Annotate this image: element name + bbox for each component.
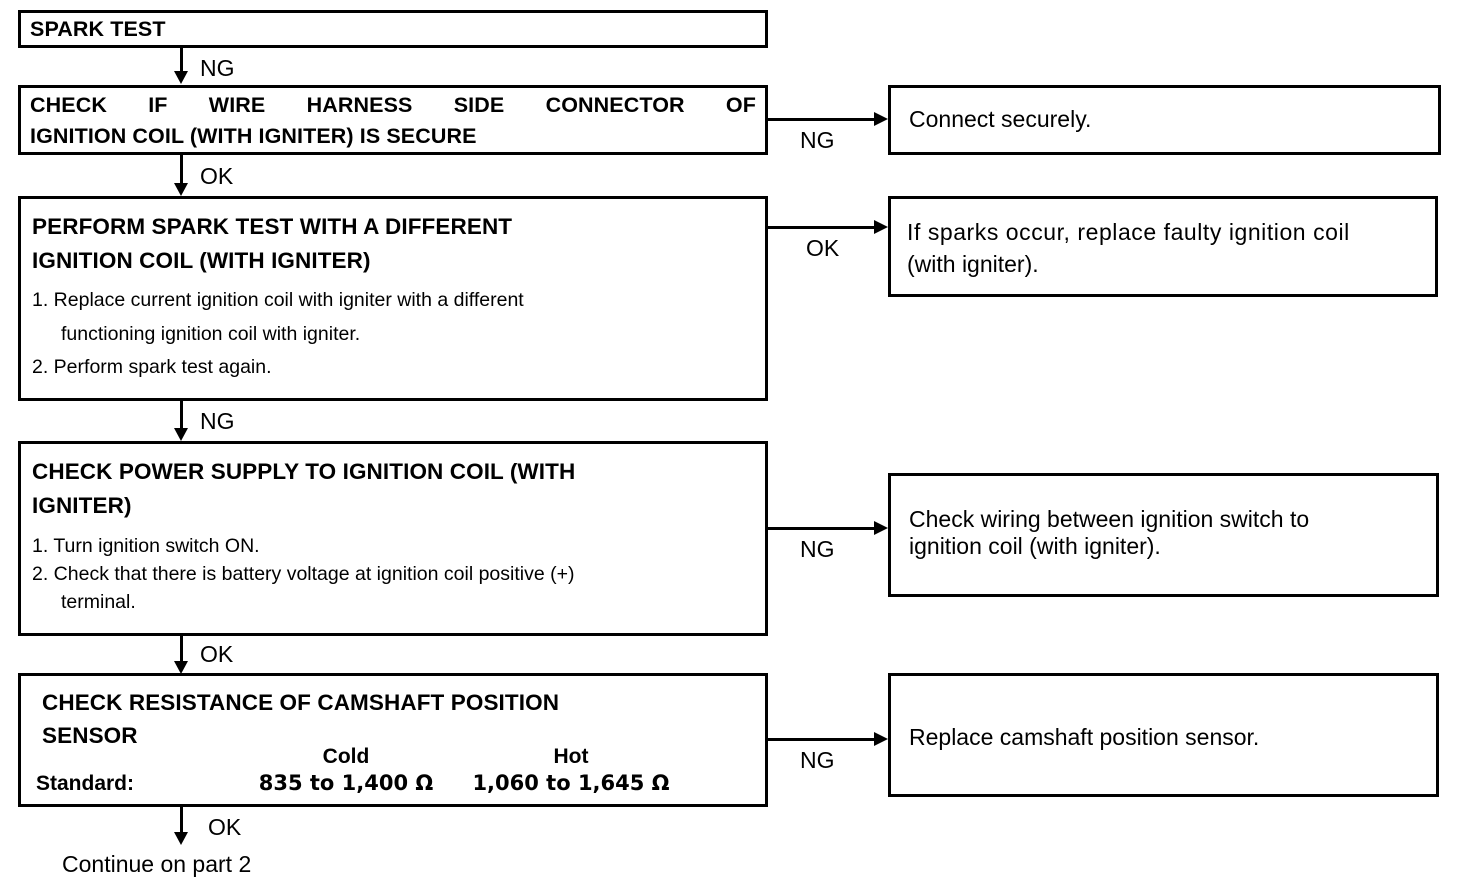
node-replace-faulty-coil-line2: (with igniter). — [907, 251, 1039, 277]
node-replace-sensor-text: Replace camshaft position sensor. — [909, 724, 1260, 750]
node-check-connector-heading-line2: IGNITION COIL (WITH IGNITER) IS SECURE — [30, 124, 477, 148]
edge-label-perform-to-power: NG — [200, 408, 235, 434]
connector-spark-to-connector — [180, 48, 183, 74]
arrowhead-connector-to-connect-securely — [874, 112, 888, 126]
arrowhead-power-to-wiring — [874, 521, 888, 535]
connector-connector-to-connect-securely — [768, 118, 878, 121]
edge-label-resistance-to-continue: OK — [208, 814, 242, 840]
connector-power-to-wiring — [768, 527, 878, 530]
node-perform-spark-test-step1-line1: 1. Replace current ignition coil with ig… — [32, 289, 524, 311]
node-check-connector: CHECK IF WIRE HARNESS SIDE CONNECTOR OF … — [18, 85, 768, 155]
node-check-power-supply-heading-line2: IGNITER) — [32, 493, 132, 518]
standard-table-header-row: Cold Hot — [36, 744, 686, 770]
node-replace-sensor: Replace camshaft position sensor. — [888, 673, 1439, 797]
node-check-power-supply-step2-line2: terminal. — [61, 591, 136, 613]
node-check-resistance-heading-line1: CHECK RESISTANCE OF CAMSHAFT POSITION — [42, 690, 560, 715]
connector-resistance-to-continue — [180, 807, 183, 835]
connector-perform-to-replace-coil — [768, 226, 878, 229]
node-replace-faulty-coil: If sparks occur, replace faulty ignition… — [888, 196, 1438, 297]
node-perform-spark-test-step2: 2. Perform spark test again. — [32, 356, 272, 378]
arrowhead-resistance-to-replace-sensor — [874, 732, 888, 746]
node-spark-test-heading: SPARK TEST — [30, 17, 166, 41]
node-check-connector-heading-line1: CHECK IF WIRE HARNESS SIDE CONNECTOR OF — [30, 93, 756, 117]
arrowhead-resistance-to-continue — [174, 832, 188, 845]
connector-resistance-to-replace-sensor — [768, 738, 878, 741]
node-replace-faulty-coil-line1: If sparks occur, replace faulty ignition… — [907, 219, 1350, 245]
node-check-power-supply-heading-line1: CHECK POWER SUPPLY TO IGNITION COIL (WIT… — [32, 459, 576, 484]
edge-label-power-to-wiring: NG — [800, 536, 835, 562]
node-check-resistance: CHECK RESISTANCE OF CAMSHAFT POSITION SE… — [18, 673, 768, 807]
node-check-power-supply: CHECK POWER SUPPLY TO IGNITION COIL (WIT… — [18, 441, 768, 636]
connector-power-to-resistance — [180, 636, 183, 664]
standard-header-cold: Cold — [322, 745, 370, 768]
arrowhead-spark-to-connector — [174, 71, 188, 84]
arrowhead-power-to-resistance — [174, 661, 188, 674]
node-check-wiring-line1: Check wiring between ignition switch to — [909, 506, 1310, 532]
node-perform-spark-test-heading-line2: IGNITION COIL (WITH IGNITER) — [32, 248, 371, 273]
node-check-wiring: Check wiring between ignition switch to … — [888, 473, 1439, 597]
node-check-power-supply-step2-line1: 2. Check that there is battery voltage a… — [32, 563, 575, 585]
standard-header-hot: Hot — [553, 745, 589, 768]
standard-value-cold: 835 to 1,400 Ω — [258, 771, 434, 795]
standard-resistance-table: Cold Hot Standard: 835 to 1,400 Ω 1,060 … — [36, 744, 686, 797]
node-perform-spark-test-step1-line2: functioning ignition coil with igniter. — [61, 323, 361, 345]
connector-perform-to-power — [180, 401, 183, 430]
node-check-wiring-line2: ignition coil (with igniter). — [909, 533, 1161, 559]
standard-table-value-row: Standard: 835 to 1,400 Ω 1,060 to 1,645 … — [36, 770, 686, 797]
arrowhead-perform-to-power — [174, 428, 188, 441]
node-perform-spark-test: PERFORM SPARK TEST WITH A DIFFERENT IGNI… — [18, 196, 768, 401]
standard-label: Standard: — [36, 772, 135, 795]
edge-label-connector-to-connect-securely: NG — [800, 127, 835, 153]
node-spark-test: SPARK TEST — [18, 10, 768, 48]
standard-value-hot: 1,060 to 1,645 Ω — [472, 771, 670, 795]
edge-label-resistance-to-replace-sensor: NG — [800, 747, 835, 773]
node-check-resistance-heading-line2: SENSOR — [42, 723, 138, 748]
edge-label-spark-to-connector: NG — [200, 55, 235, 81]
edge-label-perform-to-replace-coil: OK — [806, 235, 840, 261]
footer-continue-text: Continue on part 2 — [62, 851, 252, 877]
arrowhead-perform-to-replace-coil — [874, 220, 888, 234]
node-connect-securely-text: Connect securely. — [909, 106, 1092, 132]
node-connect-securely: Connect securely. — [888, 85, 1441, 155]
node-check-power-supply-step1: 1. Turn ignition switch ON. — [32, 535, 260, 557]
node-perform-spark-test-heading-line1: PERFORM SPARK TEST WITH A DIFFERENT — [32, 214, 513, 239]
arrowhead-connector-to-perform — [174, 183, 188, 196]
edge-label-connector-to-perform: OK — [200, 163, 234, 189]
edge-label-power-to-resistance: OK — [200, 641, 234, 667]
connector-connector-to-perform — [180, 155, 183, 185]
